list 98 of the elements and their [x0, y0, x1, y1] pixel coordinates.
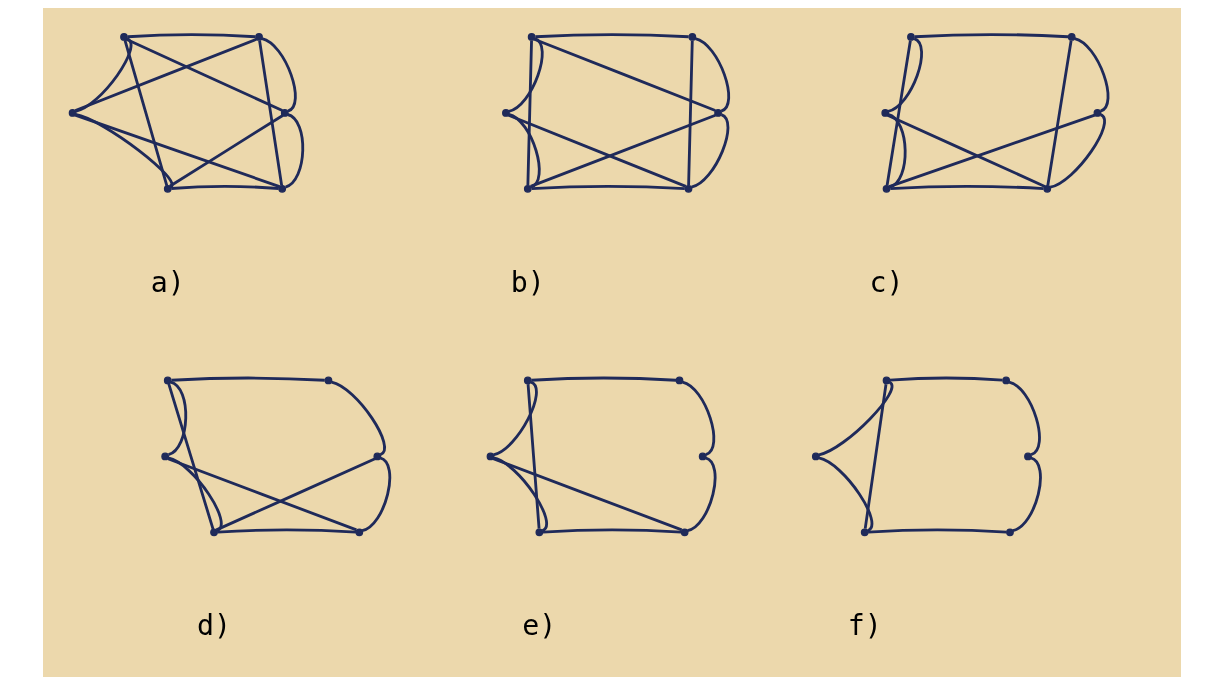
label: d): [196, 609, 231, 643]
connector: [123, 39, 168, 187]
node-circle: [68, 109, 76, 117]
node-circle: [324, 376, 332, 385]
connector: [74, 38, 257, 112]
node-circle: [1093, 109, 1101, 117]
node-circle: [527, 33, 535, 41]
node-circle: [160, 452, 169, 461]
connector: [886, 113, 1045, 188]
connector: [492, 456, 548, 532]
connector: [867, 528, 1007, 534]
node-circle: [523, 184, 532, 193]
connector: [530, 376, 676, 382]
node-circle: [906, 33, 915, 41]
connector: [507, 37, 544, 113]
node-circle: [486, 452, 494, 461]
node-circle: [1005, 528, 1014, 537]
node-circle: [163, 376, 172, 385]
connector: [261, 37, 297, 113]
node-circle: [163, 184, 172, 193]
label: a): [150, 265, 185, 299]
connector: [167, 380, 187, 456]
connector: [863, 384, 887, 529]
node-circle: [713, 109, 722, 117]
connector: [1011, 456, 1042, 532]
connector: [492, 381, 538, 457]
connector: [492, 457, 682, 532]
node-circle: [1067, 33, 1076, 41]
connector: [526, 384, 540, 529]
connector: [168, 114, 283, 188]
node-circle: [698, 452, 707, 461]
connector: [529, 113, 716, 188]
node-circle: [675, 376, 683, 385]
connector: [885, 40, 912, 186]
connector: [1008, 380, 1041, 456]
node-circle: [684, 184, 692, 193]
connector: [284, 113, 304, 189]
connector: [694, 37, 730, 113]
connector: [127, 33, 256, 39]
node-circle: [534, 528, 543, 537]
connector: [686, 40, 694, 186]
node-circle: [523, 376, 532, 385]
connector: [507, 113, 541, 189]
node-circle: [354, 528, 363, 537]
connector: [166, 457, 357, 532]
node-circle: [811, 452, 820, 461]
connector: [167, 456, 223, 532]
label: e): [521, 609, 556, 643]
label: f): [847, 609, 882, 643]
connector: [1045, 40, 1072, 186]
node-circle: [680, 528, 689, 537]
connector: [887, 37, 923, 113]
connector: [74, 113, 173, 188]
connector: [542, 528, 681, 534]
node-circle: [882, 184, 890, 193]
node-circle: [501, 109, 510, 117]
connector: [533, 38, 716, 112]
node-circle: [119, 33, 128, 41]
connector: [681, 380, 715, 456]
node-circle: [860, 528, 869, 537]
connector: [257, 40, 283, 186]
connector: [889, 184, 1044, 190]
node-circle: [280, 109, 289, 117]
connector: [361, 456, 391, 532]
connector: [889, 376, 1003, 382]
connector: [888, 113, 1095, 188]
node-circle: [277, 184, 286, 193]
connector: [817, 381, 893, 457]
connector: [170, 184, 279, 190]
connector: [507, 113, 686, 188]
node-circle: [688, 33, 696, 41]
label: b): [510, 265, 545, 299]
node-circle: [209, 528, 218, 537]
node-circle: [254, 33, 263, 41]
connector: [686, 456, 717, 532]
connector: [166, 383, 214, 530]
connector: [525, 40, 533, 186]
node-circle: [1042, 184, 1051, 193]
connector: [215, 457, 376, 532]
node-circle: [880, 109, 889, 117]
connector: [534, 33, 689, 39]
connector: [330, 380, 386, 456]
connector: [216, 528, 356, 534]
connector: [74, 113, 280, 188]
connector: [1073, 37, 1109, 113]
connector: [125, 38, 283, 112]
connector: [530, 184, 685, 190]
connector: [690, 113, 729, 189]
label: c): [869, 265, 904, 299]
connector: [1049, 113, 1106, 189]
connector: [817, 456, 873, 532]
connector: [170, 376, 325, 382]
connector: [914, 33, 1068, 39]
node-circle: [1001, 376, 1010, 385]
node-circle: [1023, 452, 1032, 461]
node-circle: [372, 452, 381, 461]
node-circle: [882, 376, 890, 385]
connector: [74, 37, 132, 113]
